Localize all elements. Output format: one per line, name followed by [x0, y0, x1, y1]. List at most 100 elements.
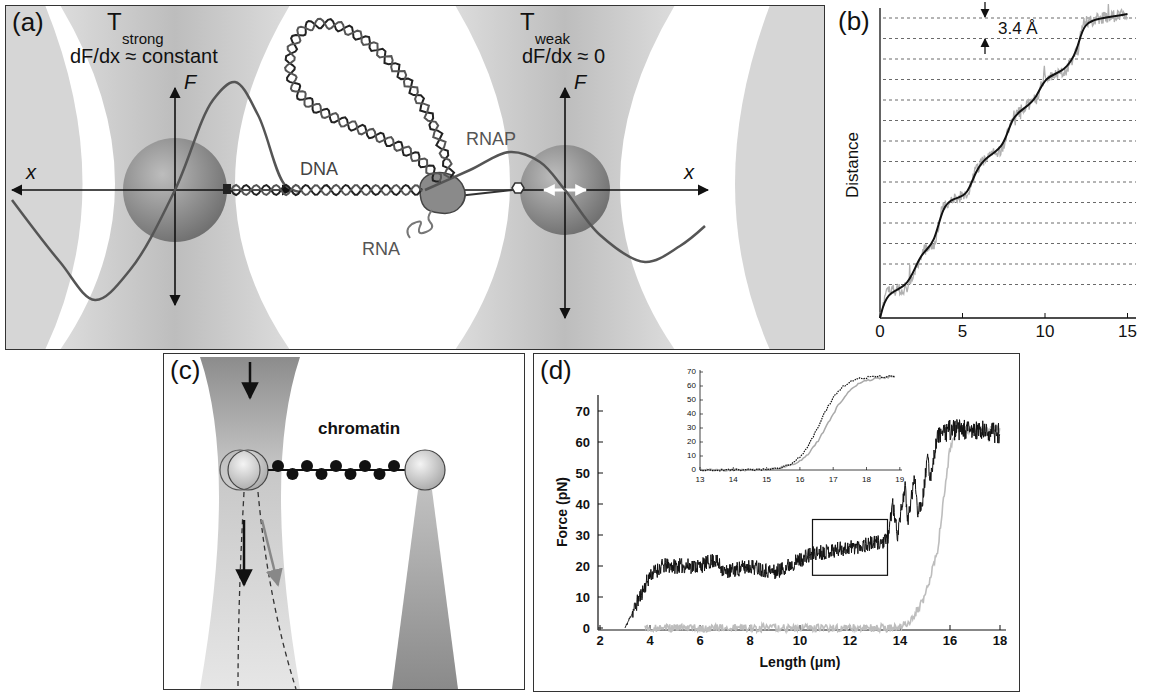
nucleosome: [272, 460, 400, 480]
panel-letter: (d): [540, 357, 572, 383]
panel-letter: (a): [12, 9, 44, 35]
panel-frame: (c): [163, 353, 525, 690]
nucleosome: [330, 460, 342, 472]
panel-ground: [6, 6, 824, 349]
tick-mark: [700, 456, 703, 457]
tick-mark: [1045, 313, 1046, 318]
tick-mark: [700, 372, 703, 373]
base-pair-gridline: [883, 264, 1136, 265]
raw-trace: [880, 4, 1128, 318]
part-name: DNA: [300, 160, 338, 178]
force-axis: [174, 88, 176, 305]
nucleosome: [388, 460, 400, 472]
laser-beam-strong: [60, 6, 290, 349]
beam-path: [258, 492, 296, 689]
force-axis: [564, 88, 566, 318]
data-traces: [12, 4, 1136, 632]
tick-label: 30: [576, 529, 590, 542]
inset-tick-label: 60: [687, 382, 696, 390]
x-axis: [880, 317, 1136, 318]
nucleosome: [287, 468, 299, 480]
filtered-trace: [880, 14, 1128, 318]
tick-mark: [833, 467, 834, 470]
part-name: chromatin: [318, 420, 400, 437]
axis-name: x: [26, 162, 36, 182]
tick-mark: [866, 467, 867, 470]
base-pair-gridline: [883, 79, 1136, 80]
base-pair-gridline: [883, 223, 1136, 224]
nucleosome: [301, 460, 313, 472]
dna-helix: [231, 185, 422, 195]
tick-label: 8: [746, 634, 753, 647]
panel-frame: (b): [832, 5, 1145, 350]
inset-tick-label: 17: [829, 476, 838, 484]
inset-tick-label: 10: [687, 452, 696, 460]
trapped-bead: [228, 450, 268, 490]
step-trace-plot: [880, 2, 1136, 318]
axis-name: F: [574, 72, 586, 92]
tick-mark: [598, 504, 603, 505]
attachment-tag: [512, 183, 524, 193]
tick-label: 4: [646, 634, 653, 647]
inset-y-axis: [700, 370, 701, 470]
axis-title: Force (pN): [555, 477, 569, 547]
tick-label: 10: [576, 591, 590, 604]
stiffness-note: dF/dx ≈ constant: [70, 46, 218, 66]
bead-ghost: [220, 450, 260, 490]
tick-mark: [598, 597, 603, 598]
tick-mark: [598, 442, 603, 443]
inset-tick-label: 20: [687, 438, 696, 446]
dna-helix: [231, 185, 422, 195]
tick-label: 10: [1036, 323, 1055, 340]
base-pair-gridline: [883, 202, 1136, 203]
rna-strand: [407, 210, 432, 238]
base-pair-gridline: [883, 141, 1136, 142]
tether: [458, 190, 512, 196]
base-pair-gridline: [883, 243, 1136, 244]
tick-mark: [1127, 313, 1128, 318]
tick-mark: [962, 313, 963, 318]
inset-tick-label: 50: [687, 396, 696, 404]
step-trace: [880, 4, 1136, 318]
axis-name: F: [184, 72, 196, 92]
tick-label: 20: [576, 560, 590, 573]
held-bead: [405, 450, 445, 490]
part-name: RNA: [362, 240, 400, 258]
attachment-tag: [223, 184, 231, 194]
tick-mark: [700, 386, 703, 387]
y-axis: [597, 395, 598, 630]
base-pair-gridline: [883, 120, 1136, 121]
tick-label: 16: [943, 634, 957, 647]
tick-mark: [700, 428, 703, 429]
inset-trace: [700, 375, 895, 471]
inset-trace: [700, 376, 895, 471]
tick-mark: [598, 411, 603, 412]
tick-mark: [799, 467, 800, 470]
tick-label: 60: [576, 436, 590, 449]
nucleosome: [345, 468, 357, 480]
laser-beam-weak: [455, 6, 675, 349]
axis-name: x: [684, 162, 694, 182]
axis-title: Distance: [844, 132, 861, 198]
inset-tick-label: 30: [687, 424, 696, 432]
axis-title: Length (μm): [760, 655, 841, 669]
tick-label: 70: [576, 405, 590, 418]
panel-letter: (c): [170, 357, 200, 383]
zoom-box: [813, 520, 888, 576]
relaxation-trace: [645, 426, 1000, 632]
inset-tick-label: 15: [762, 476, 771, 484]
tick-label: 40: [576, 498, 590, 511]
dna-loop: [285, 19, 451, 183]
inset-tick-label: 19: [895, 476, 904, 484]
step-arrow: [984, 39, 985, 54]
beam-arrow: [249, 362, 252, 398]
force-extension-traces: [598, 372, 1000, 632]
tick-label: 14: [893, 634, 907, 647]
tick-mark: [598, 535, 603, 536]
rnap-enzyme: [420, 173, 465, 214]
tick-mark: [1000, 625, 1001, 630]
beam-path: [238, 492, 244, 689]
tick-mark: [950, 625, 951, 630]
